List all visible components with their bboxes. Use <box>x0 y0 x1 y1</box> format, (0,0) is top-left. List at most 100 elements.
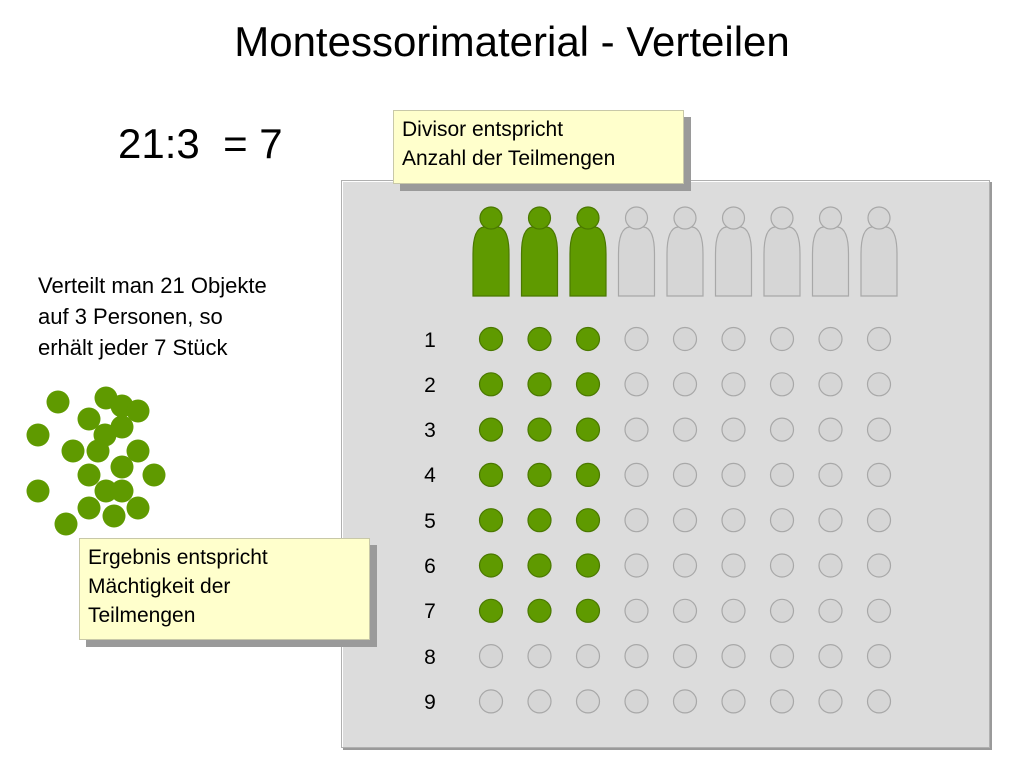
peg-empty <box>672 689 698 714</box>
peg-empty <box>624 326 649 352</box>
peg-empty <box>624 508 649 533</box>
peg-empty <box>818 508 843 533</box>
peg-empty <box>769 553 795 578</box>
loose-object <box>86 439 110 463</box>
loose-object <box>102 504 126 528</box>
person-figure <box>666 206 704 297</box>
peg-empty <box>818 417 843 442</box>
peg-empty <box>721 462 746 487</box>
peg-empty <box>769 598 795 623</box>
peg-empty <box>818 689 843 714</box>
row-label-1: 1 <box>424 329 436 352</box>
explanation-line: Verteilt man 21 Objekte <box>38 273 267 298</box>
peg-filled <box>478 326 504 352</box>
peg-empty <box>721 689 746 714</box>
peg-empty <box>624 598 649 623</box>
peg-filled <box>527 598 552 623</box>
peg-empty <box>866 643 892 669</box>
peg-empty <box>721 553 746 578</box>
peg-filled <box>478 598 504 623</box>
peg-filled <box>575 553 601 578</box>
loose-object <box>126 496 150 520</box>
loose-object <box>94 479 118 503</box>
peg-empty <box>769 372 795 397</box>
result-note-line: Mächtigkeit der <box>88 575 231 598</box>
divisor-note-line: Divisor entspricht <box>402 118 564 141</box>
peg-filled <box>575 508 601 533</box>
peg-empty <box>818 326 843 352</box>
division-equation: 21:3 = 7 <box>118 120 283 167</box>
explanation-line: erhält jeder 7 Stück <box>38 335 228 360</box>
peg-empty <box>769 508 795 533</box>
peg-empty <box>866 462 892 487</box>
loose-object <box>126 439 150 463</box>
peg-empty <box>672 417 698 442</box>
peg-filled <box>575 417 601 442</box>
peg-empty <box>672 598 698 623</box>
row-label-6: 6 <box>424 555 436 578</box>
person-figure <box>763 206 801 297</box>
loose-object <box>110 415 134 439</box>
result-note-line: Teilmengen <box>88 604 196 627</box>
loose-object <box>77 407 101 431</box>
person-figure <box>569 206 607 297</box>
peg-empty <box>866 508 892 533</box>
loose-object <box>126 399 150 423</box>
peg-filled <box>527 326 552 352</box>
peg-empty <box>624 553 649 578</box>
row-label-2: 2 <box>424 374 436 397</box>
peg-filled <box>527 462 552 487</box>
slide-title: Montessorimaterial - Verteilen <box>234 18 790 65</box>
row-label-3: 3 <box>424 419 436 442</box>
person-figure <box>472 206 510 297</box>
peg-filled <box>575 326 601 352</box>
peg-empty <box>818 643 843 669</box>
peg-empty <box>672 643 698 669</box>
peg-empty <box>624 417 649 442</box>
peg-empty <box>478 689 504 714</box>
loose-object <box>142 463 166 487</box>
peg-filled <box>575 462 601 487</box>
person-figure <box>811 206 850 297</box>
peg-empty <box>672 372 698 397</box>
peg-filled <box>575 598 601 623</box>
peg-empty <box>866 553 892 578</box>
peg-empty <box>866 326 892 352</box>
peg-filled <box>478 462 504 487</box>
peg-empty <box>478 643 504 669</box>
peg-empty <box>769 462 795 487</box>
person-figure <box>714 206 753 297</box>
peg-empty <box>866 689 892 714</box>
peg-empty <box>818 372 843 397</box>
peg-empty <box>527 689 552 714</box>
peg-empty <box>672 462 698 487</box>
row-label-9: 9 <box>424 691 436 714</box>
peg-empty <box>721 417 746 442</box>
result-note: Ergebnis entspricht Mächtigkeit der Teil… <box>79 538 370 640</box>
row-label-8: 8 <box>424 646 436 669</box>
peg-empty <box>624 689 649 714</box>
person-figure <box>860 206 898 297</box>
peg-empty <box>624 372 649 397</box>
peg-empty <box>672 508 698 533</box>
peg-filled <box>527 372 552 397</box>
loose-object <box>110 479 134 503</box>
peg-empty <box>575 689 601 714</box>
peg-empty <box>818 462 843 487</box>
loose-object <box>110 455 134 479</box>
row-label-5: 5 <box>424 510 436 533</box>
loose-object <box>46 390 70 414</box>
row-label-4: 4 <box>424 464 436 487</box>
peg-empty <box>769 643 795 669</box>
peg-empty <box>818 598 843 623</box>
peg-empty <box>769 689 795 714</box>
peg-empty <box>818 553 843 578</box>
peg-filled <box>527 553 552 578</box>
loose-object <box>77 463 101 487</box>
peg-empty <box>769 326 795 352</box>
peg-empty <box>866 598 892 623</box>
peg-empty <box>672 553 698 578</box>
peg-filled <box>478 553 504 578</box>
peg-empty <box>721 372 746 397</box>
